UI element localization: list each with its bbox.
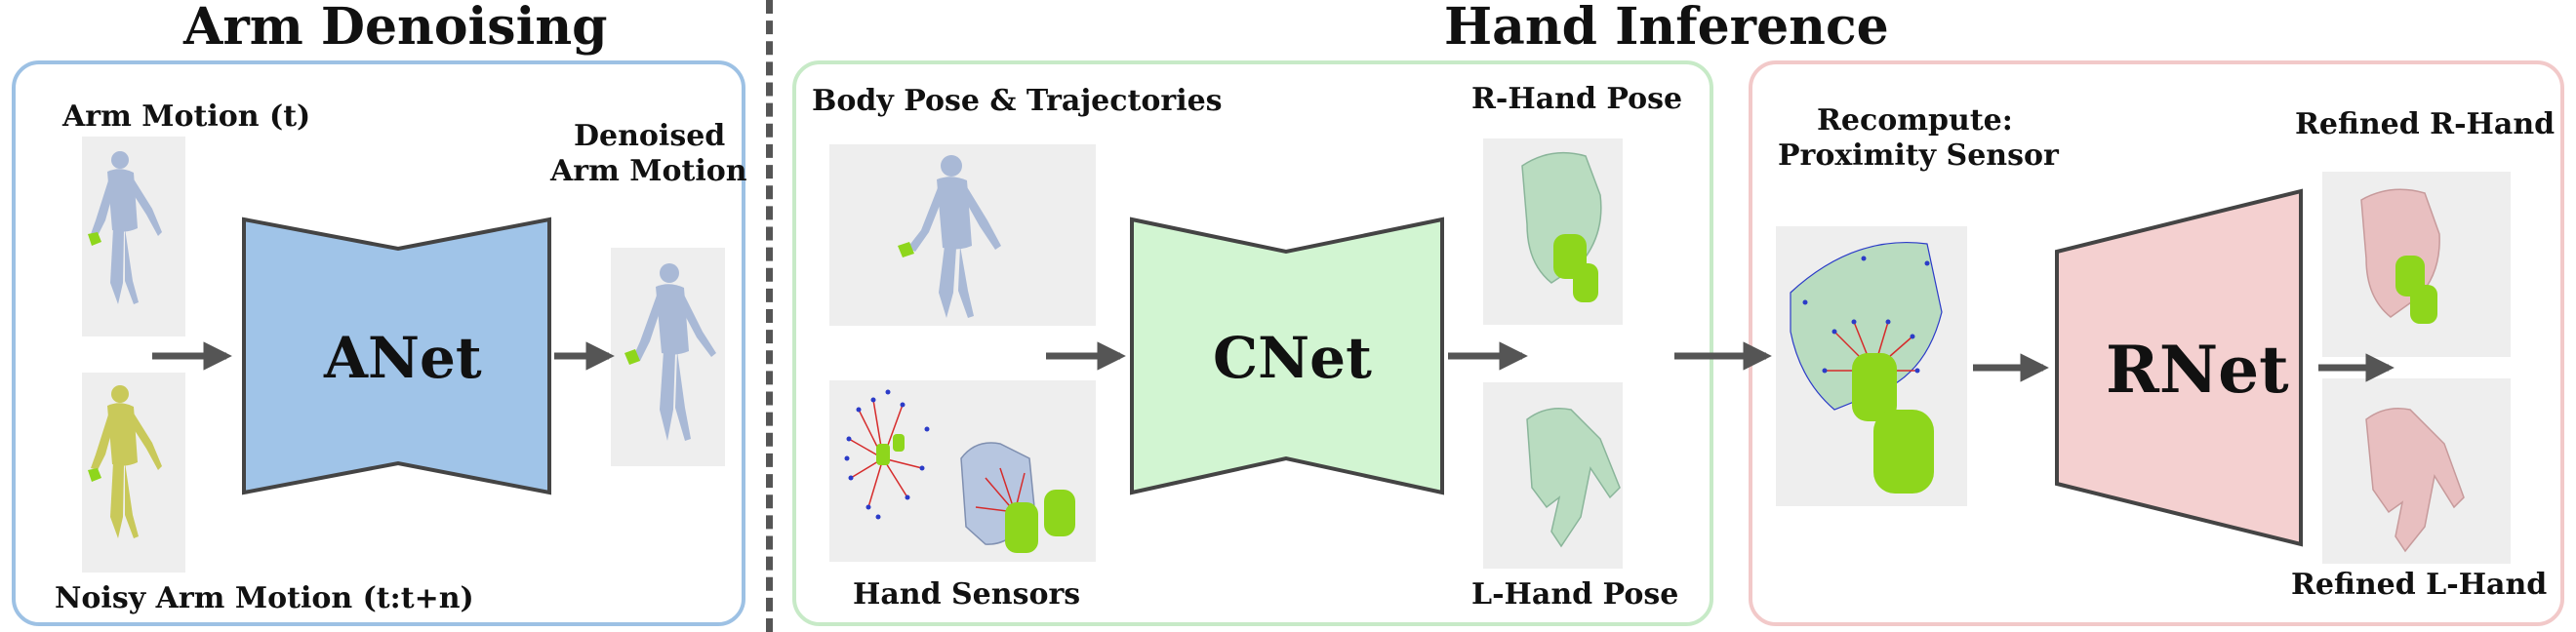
recompute-label-line1: Recompute: — [1817, 103, 2013, 138]
l-hand-pose-label: L-Hand Pose — [1471, 577, 1679, 612]
body-figure-body-pose — [907, 155, 1001, 318]
hand-inference-title: Hand Inference — [1444, 0, 1889, 57]
refined-r-hand-label: Refined R-Hand — [2295, 107, 2556, 141]
section-divider — [766, 0, 773, 632]
object-arm-motion — [88, 232, 101, 246]
denoised-label-line1: Denoised — [574, 119, 726, 153]
arm-denoising-panel — [12, 60, 745, 626]
refined-l-hand-label: Refined L-Hand — [2291, 568, 2548, 602]
anet-label: ANet — [324, 325, 482, 391]
r-hand-pose-shape — [1521, 151, 1602, 302]
object-body-pose — [898, 242, 914, 257]
rnet-block — [2055, 188, 2303, 547]
arm-denoising-title: Arm Denoising — [183, 0, 608, 57]
arm-motion-label: Arm Motion (t) — [62, 99, 311, 134]
rnet-label: RNet — [2106, 332, 2289, 408]
r-hand-pose-label: R-Hand Pose — [1471, 82, 1683, 116]
sensor-point-cloud — [844, 389, 930, 520]
object-denoised — [624, 349, 640, 365]
recompute-label-line2: Proximity Sensor — [1778, 138, 2059, 173]
refined-r-hand-shape — [2360, 188, 2440, 324]
noisy-arm-motion-label: Noisy Arm Motion (t:t+n) — [55, 581, 474, 615]
sensor-hand — [960, 442, 1075, 553]
cnet-panel — [792, 60, 1713, 626]
object-noisy-arm-motion — [88, 468, 101, 482]
anet-block — [242, 217, 551, 495]
refined-l-hand-shape — [2365, 408, 2465, 553]
cnet-label: CNet — [1213, 325, 1372, 391]
cnet-block — [1130, 217, 1444, 495]
hand-sensors-label: Hand Sensors — [853, 577, 1081, 612]
body-figure-noisy-arm-motion — [91, 385, 162, 538]
body-pose-label: Body Pose & Trajectories — [812, 84, 1223, 118]
body-figure-arm-motion — [91, 151, 162, 304]
l-hand-pose-shape — [1526, 408, 1621, 548]
body-figure-denoised — [632, 263, 716, 441]
denoised-label-line2: Arm Motion — [550, 154, 747, 188]
proximity-sensor-hand — [1790, 241, 1943, 494]
